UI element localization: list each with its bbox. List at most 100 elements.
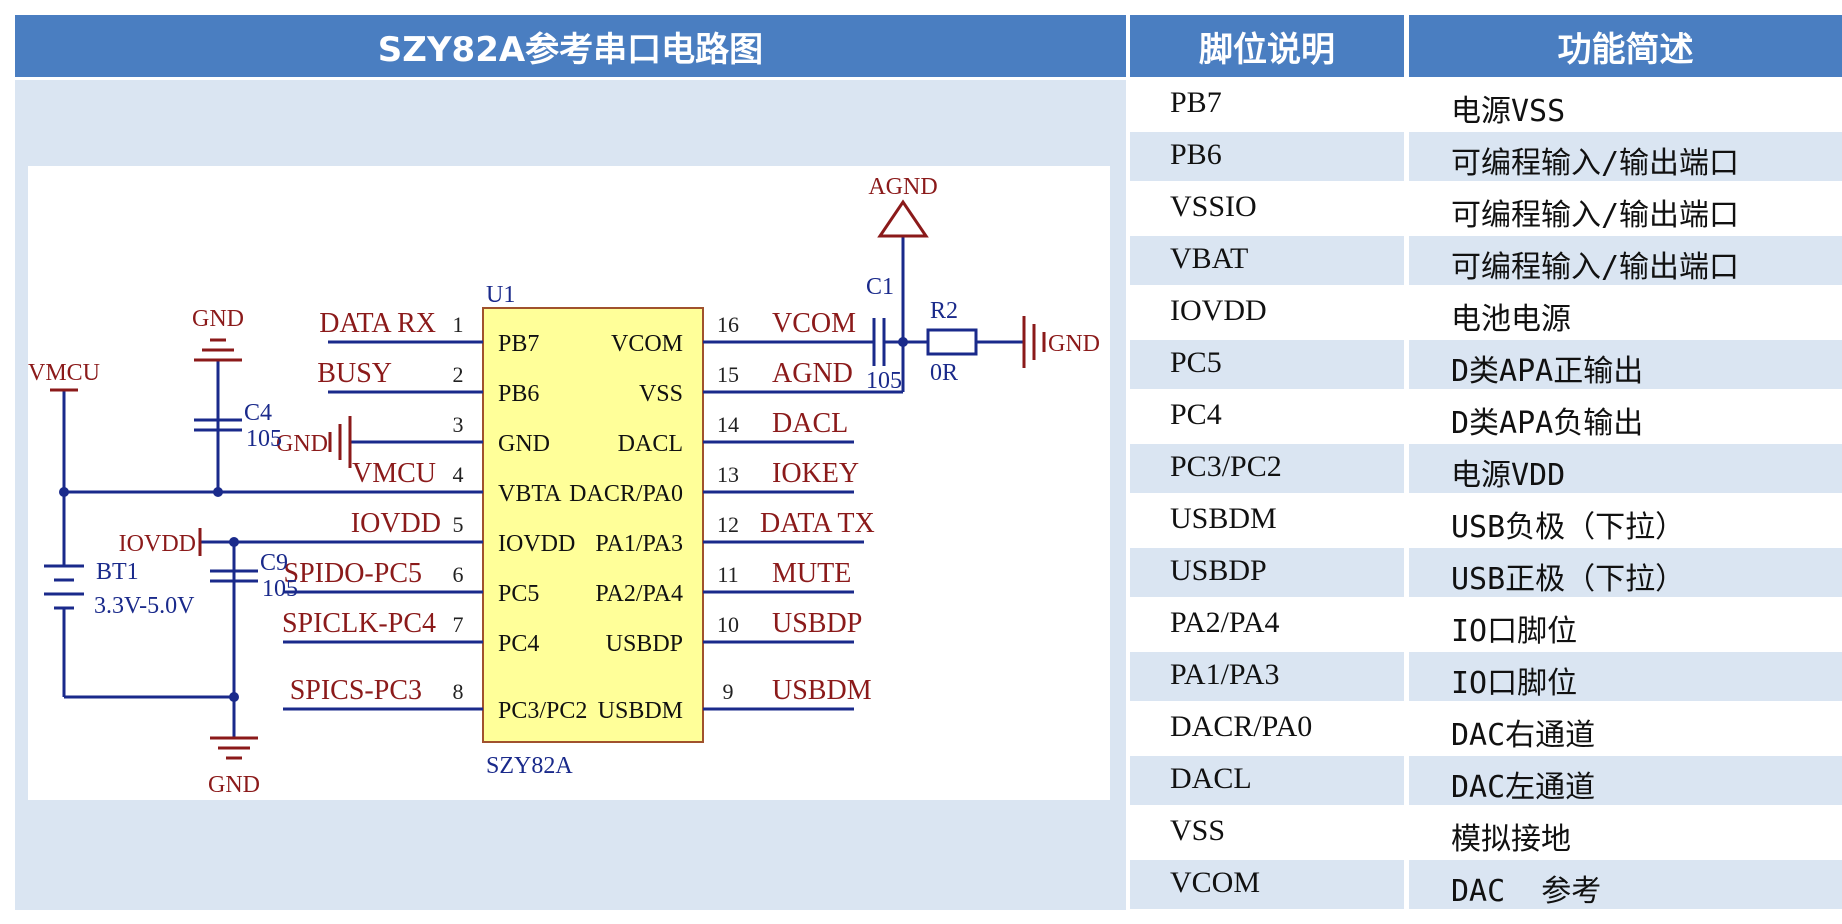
table-row: USBDP USB正极（下拉） — [1128, 548, 1842, 597]
c9-value: 105 — [262, 576, 298, 602]
pin-2-number: 2 — [453, 362, 464, 387]
pin-10-name: USBDP — [606, 631, 683, 657]
pin-name: PC4 — [1170, 398, 1222, 431]
pin-9-number: 9 — [723, 679, 734, 704]
net-label-iovdd-pin5: IOVDD — [351, 508, 441, 539]
table-row: DACL DAC左通道 — [1128, 756, 1842, 805]
resistor-r2: R2 0R — [903, 298, 1024, 386]
gnd-symbol-top: GND — [192, 306, 244, 362]
pin-function: 可编程输入/输出端口 — [1451, 146, 1740, 181]
pin-13-number: 13 — [717, 462, 739, 487]
chip-body — [482, 307, 704, 743]
pin-name: PC5 — [1170, 346, 1222, 379]
right-pin-group: 16 VCOM VCOM 15 VSS AGND 14 DACL DACL 13… — [569, 308, 903, 724]
net-label-spics-pc3: SPICS-PC3 — [290, 675, 422, 706]
pin-function: D类APA负输出 — [1451, 406, 1644, 441]
table-row: VCOM DAC 参考 — [1128, 860, 1842, 909]
function-column-title: 功能简述 — [1557, 29, 1694, 70]
pin-name: PA1/PA3 — [1170, 658, 1280, 691]
pin-3-name: GND — [498, 431, 550, 457]
pin-10-number: 10 — [717, 612, 739, 637]
schematic-canvas: U1 SZY82A 1 PB7 DATA RX 2 PB6 BUSY 3 GND… — [28, 166, 1110, 800]
pin-5-number: 5 — [453, 512, 464, 537]
pin-1-number: 1 — [453, 312, 464, 337]
table-row: DACR/PA0 DAC右通道 — [1128, 704, 1842, 753]
pin-9-name: USBDM — [598, 698, 683, 724]
pin-column-header: 脚位说明 — [1130, 15, 1404, 77]
junction-c4 — [213, 487, 223, 497]
capacitor-c4: C4 105 — [194, 360, 282, 492]
pin-name: DACR/PA0 — [1170, 710, 1313, 743]
pin-function: USB正极（下拉） — [1451, 562, 1686, 597]
pin-16-name: VCOM — [611, 331, 683, 357]
c9-ref: C9 — [260, 550, 288, 576]
net-label-busy: BUSY — [317, 358, 392, 389]
table-row: VBAT 可编程输入/输出端口 — [1128, 236, 1842, 285]
pin-name: IOVDD — [1170, 294, 1267, 327]
pin-13-name: DACR/PA0 — [569, 481, 683, 507]
pin-name: PC3/PC2 — [1170, 450, 1282, 483]
schematic-title-header: SZY82A参考串口电路图 — [15, 15, 1126, 77]
gnd-symbol-pin3: GND — [276, 416, 352, 468]
net-label-iokey: IOKEY — [772, 458, 859, 489]
pin-3-number: 3 — [453, 412, 464, 437]
net-label-dacl: DACL — [772, 408, 848, 439]
pin-14-number: 14 — [717, 412, 739, 437]
net-label-spiclk-pc4: SPICLK-PC4 — [282, 608, 436, 639]
pin-6-name: PC5 — [498, 581, 539, 607]
gnd-label-top: GND — [192, 306, 244, 332]
chip-ref: U1 — [486, 282, 515, 308]
pin-11-number: 11 — [717, 562, 738, 587]
left-pin-group: 1 PB7 DATA RX 2 PB6 BUSY 3 GND 4 VBTA VM… — [64, 308, 587, 724]
agnd-label: AGND — [868, 174, 937, 200]
table-row: PA2/PA4 IO口脚位 — [1128, 600, 1842, 649]
circuit-diagram: U1 SZY82A 1 PB7 DATA RX 2 PB6 BUSY 3 GND… — [28, 174, 1100, 798]
pin-name: DACL — [1170, 762, 1252, 795]
iovdd-label: IOVDD — [119, 531, 196, 557]
pin-1-name: PB7 — [498, 331, 539, 357]
pin-name: VBAT — [1170, 242, 1249, 275]
net-label-usbdm: USBDM — [772, 675, 872, 706]
pin-function: USB负极（下拉） — [1451, 510, 1686, 545]
table-row: PB6 可编程输入/输出端口 — [1128, 132, 1842, 181]
pin-function: DAC右通道 — [1451, 718, 1596, 753]
net-label-vmcu-pin4: VMCU — [352, 458, 436, 489]
c4-value: 105 — [246, 426, 282, 452]
net-label-usbdp: USBDP — [772, 608, 862, 639]
pin-2-name: PB6 — [498, 381, 539, 407]
table-row: PC3/PC2 电源VDD — [1128, 444, 1842, 493]
pin-function: D类APA正输出 — [1451, 354, 1644, 389]
table-row: PC5 D类APA正输出 — [1128, 340, 1842, 389]
gnd-label-bottom: GND — [208, 772, 260, 798]
c1-ref: C1 — [866, 274, 894, 300]
net-label-agnd-pin15: AGND — [772, 358, 853, 389]
net-label-data-tx: DATA TX — [760, 508, 875, 539]
bt1-value: 3.3V-5.0V — [94, 593, 195, 619]
vmcu-power-symbol: VMCU — [28, 360, 100, 492]
gnd-label-pin3: GND — [276, 431, 328, 457]
net-label-data-rx: DATA RX — [319, 308, 436, 339]
battery-bt1: BT1 3.3V-5.0V — [44, 492, 234, 699]
pin-name: PA2/PA4 — [1170, 606, 1280, 639]
bt1-ref: BT1 — [96, 559, 139, 585]
agnd-symbol — [877, 199, 929, 238]
pin-name: PB6 — [1170, 138, 1222, 171]
pin-function: IO口脚位 — [1451, 666, 1578, 701]
pin-function: DAC 参考 — [1451, 874, 1602, 909]
pin-function: 电源VDD — [1451, 458, 1566, 493]
pin-12-number: 12 — [717, 512, 739, 537]
pin-name: USBDM — [1170, 502, 1277, 535]
table-row: IOVDD 电池电源 — [1128, 288, 1842, 337]
pin-name: USBDP — [1170, 554, 1267, 587]
pin-function: 电源VSS — [1451, 94, 1566, 129]
chip-part: SZY82A — [486, 753, 573, 779]
capacitor-c1: C1 105 — [866, 274, 924, 394]
pin-15-name: VSS — [639, 381, 683, 407]
iovdd-power-symbol: IOVDD — [119, 528, 202, 557]
pin-15-number: 15 — [717, 362, 739, 387]
gnd-symbol-right: GND — [1022, 316, 1100, 368]
pin-function: 可编程输入/输出端口 — [1451, 198, 1740, 233]
pin-function: 电池电源 — [1451, 302, 1571, 337]
net-label-spido-pc5: SPIDO-PC5 — [284, 558, 422, 589]
net-label-mute: MUTE — [772, 558, 851, 589]
